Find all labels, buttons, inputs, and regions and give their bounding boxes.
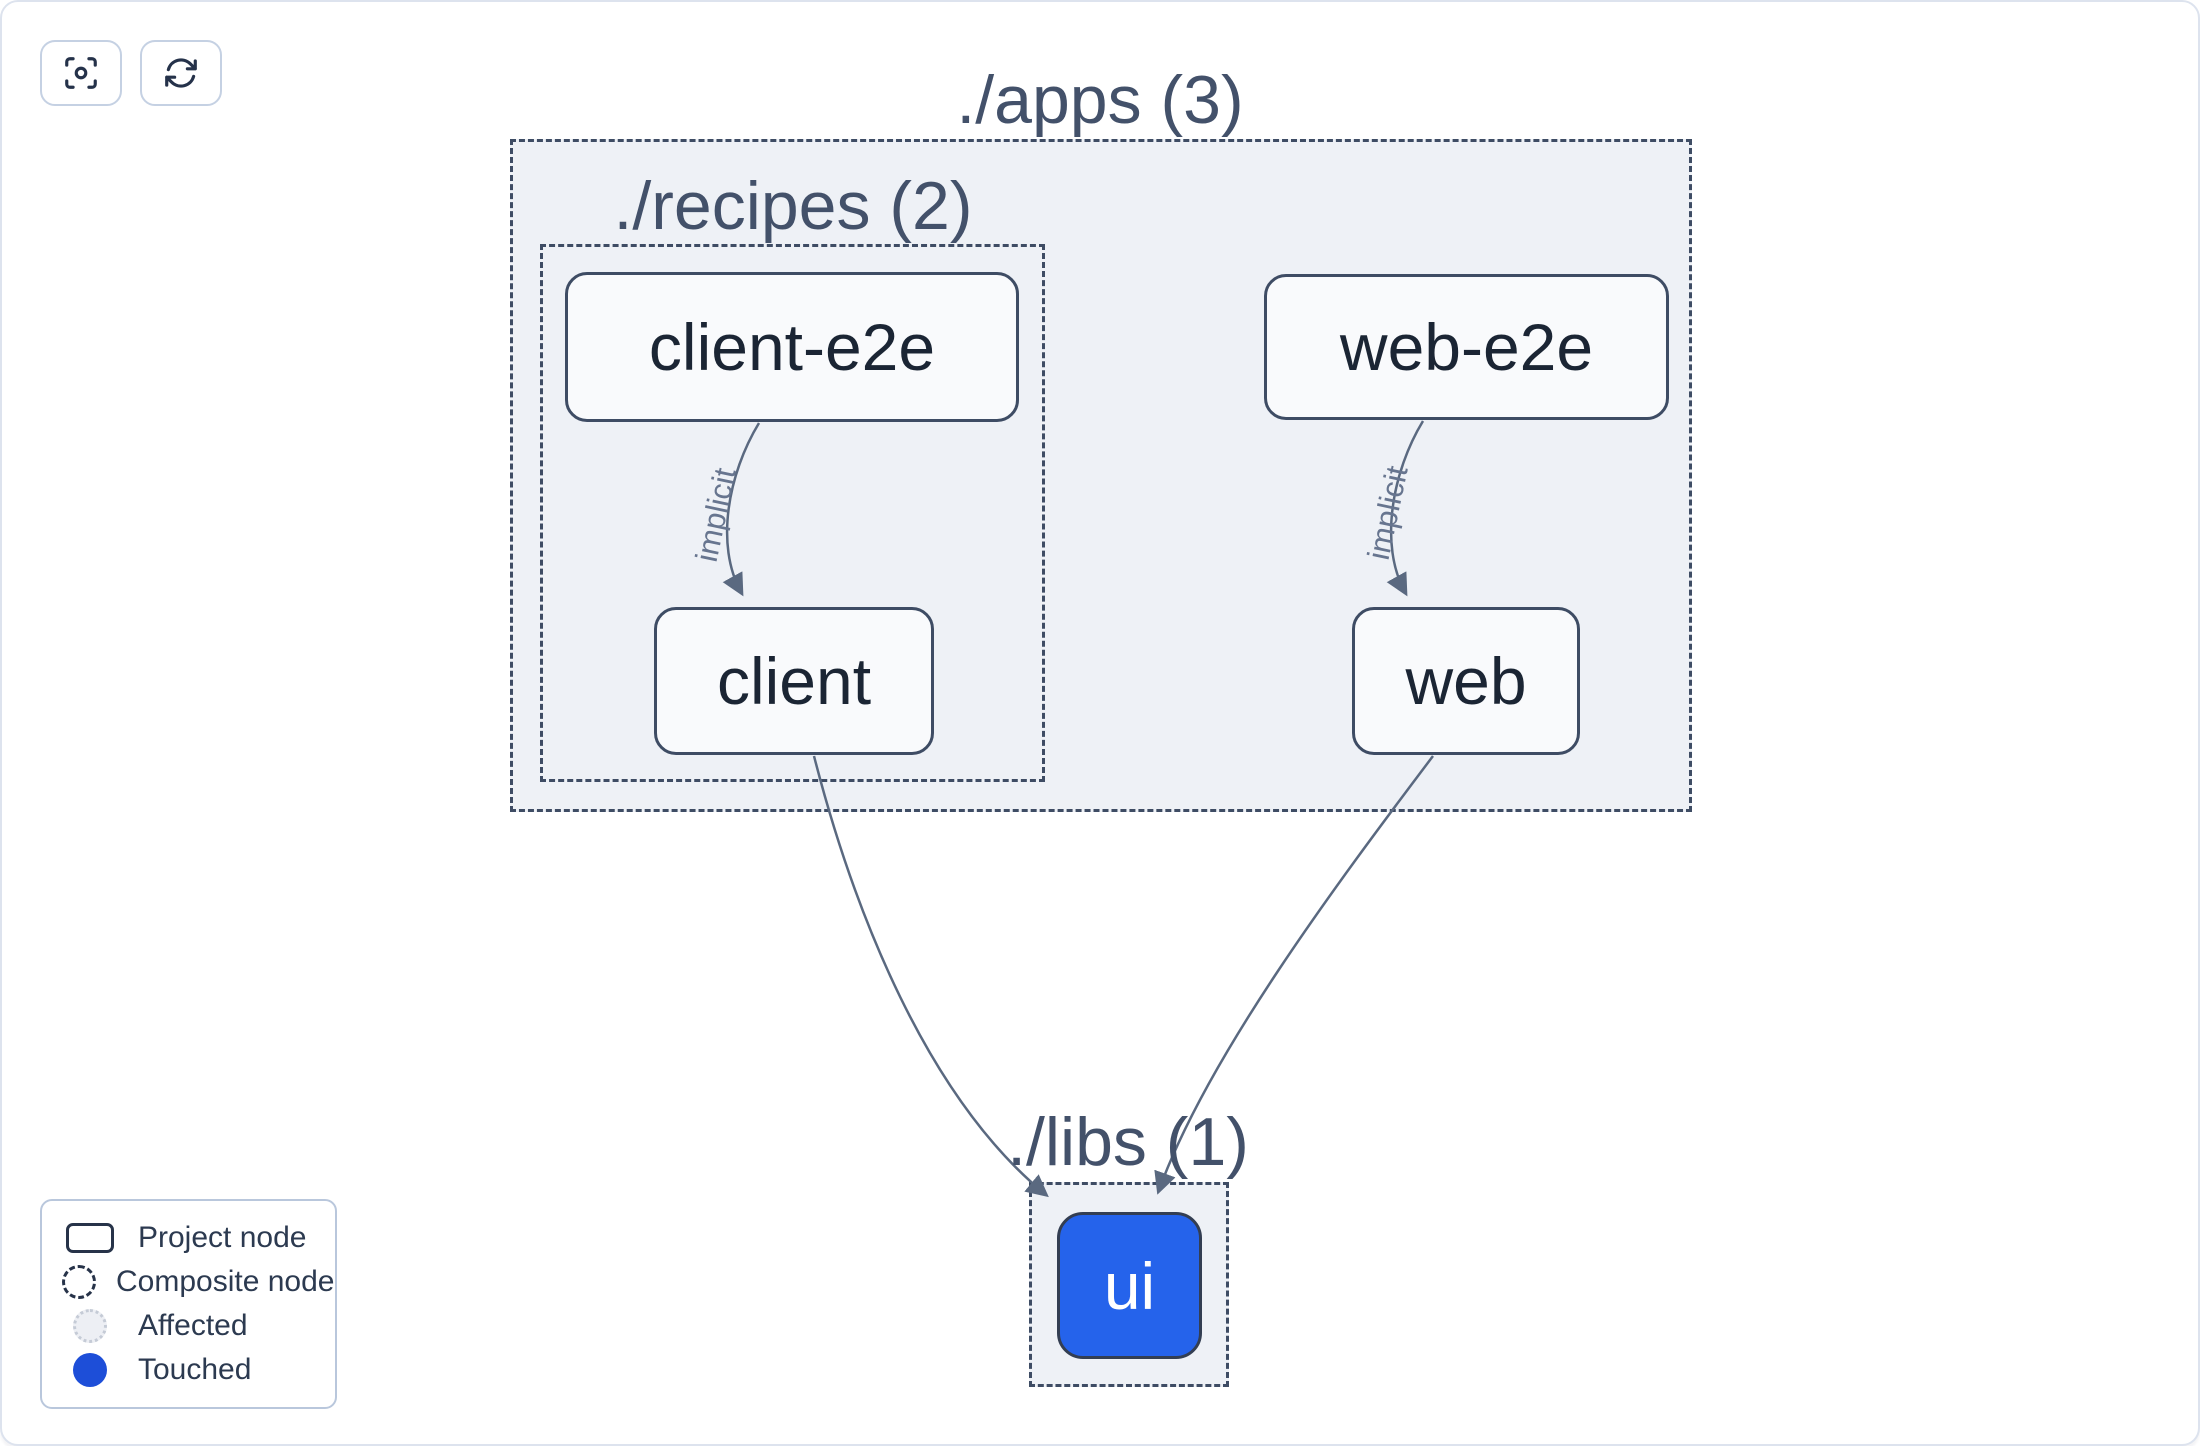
toolbar xyxy=(40,40,222,106)
legend-label: Project node xyxy=(138,1221,307,1254)
legend-label: Touched xyxy=(138,1353,252,1386)
legend-item-composite-node: Composite node xyxy=(62,1265,334,1299)
touched-swatch-icon xyxy=(73,1353,107,1387)
affected-swatch-icon xyxy=(73,1309,107,1343)
legend: Project node Composite node Affected Tou… xyxy=(40,1199,337,1409)
refresh-button[interactable] xyxy=(140,40,222,106)
project-node-swatch-icon xyxy=(66,1223,114,1253)
group-title-apps: ./apps (3) xyxy=(956,62,1244,138)
node-web-e2e[interactable]: web-e2e xyxy=(1264,274,1669,420)
focus-icon xyxy=(65,57,97,89)
legend-label: Composite node xyxy=(116,1265,335,1298)
group-title-libs: ./libs (1) xyxy=(1007,1104,1249,1180)
node-client-e2e[interactable]: client-e2e xyxy=(565,272,1019,422)
node-web[interactable]: web xyxy=(1352,607,1580,755)
node-client[interactable]: client xyxy=(654,607,934,755)
focus-button[interactable] xyxy=(40,40,122,106)
group-title-recipes: ./recipes (2) xyxy=(613,168,973,244)
legend-label: Affected xyxy=(138,1309,248,1342)
legend-item-project-node: Project node xyxy=(62,1221,321,1255)
composite-node-swatch-icon xyxy=(62,1265,96,1299)
node-ui[interactable]: ui xyxy=(1057,1212,1202,1359)
legend-item-touched: Touched xyxy=(62,1353,321,1387)
legend-item-affected: Affected xyxy=(62,1309,321,1343)
refresh-icon xyxy=(165,58,197,88)
